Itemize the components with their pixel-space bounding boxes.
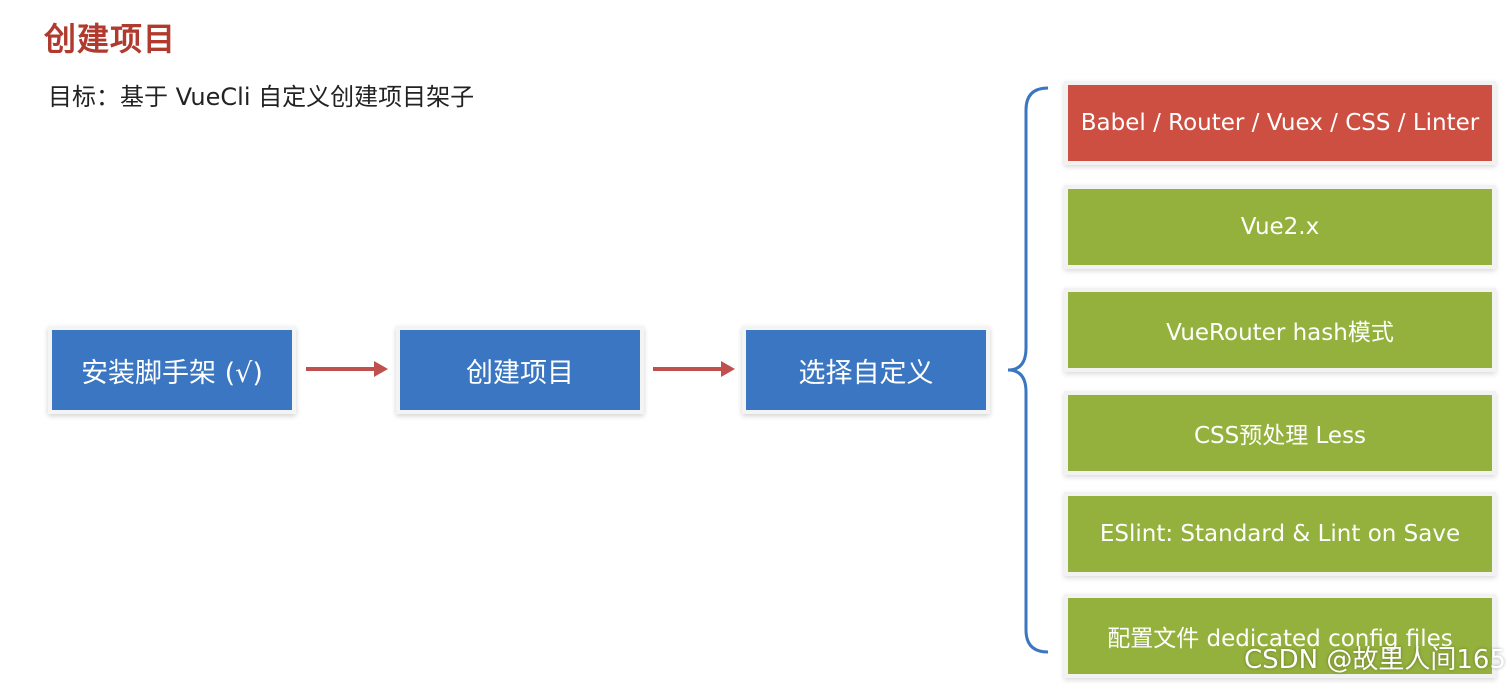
option-config-files: 配置文件 dedicated config files <box>1068 598 1492 674</box>
flow-step-install-scaffold: 安装脚手架 (√) <box>52 330 292 410</box>
flow-step-label: 选择自定义 <box>798 357 934 389</box>
flow-arrow-1 <box>306 361 388 377</box>
option-label: Babel / Router / Vuex / CSS / Linter <box>1080 110 1480 136</box>
option-features: Babel / Router / Vuex / CSS / Linter <box>1068 85 1492 161</box>
option-label: CSS预处理 Less <box>1193 423 1367 449</box>
slide-title: 创建项目 <box>44 20 177 58</box>
flow-step-create-project: 创建项目 <box>400 330 640 410</box>
option-vue-version: Vue2.x <box>1068 189 1492 265</box>
option-router-mode: VueRouter hash模式 <box>1068 292 1492 368</box>
option-css-preprocessor: CSS预处理 Less <box>1068 395 1492 471</box>
option-eslint: ESlint: Standard & Lint on Save <box>1068 496 1492 572</box>
option-label: 配置文件 dedicated config files <box>1107 626 1453 652</box>
option-label: ESlint: Standard & Lint on Save <box>1099 521 1461 547</box>
flow-step-choose-custom: 选择自定义 <box>746 330 986 410</box>
flow-step-label: 安装脚手架 (√) <box>81 357 263 389</box>
slide-subtitle: 目标：基于 VueCli 自定义创建项目架子 <box>48 83 475 111</box>
option-label: VueRouter hash模式 <box>1166 320 1394 346</box>
flow-arrow-2 <box>653 361 735 377</box>
watermark: CSDN @故里人间165 <box>1243 645 1506 675</box>
option-label: Vue2.x <box>1240 214 1320 240</box>
options-bracket <box>1007 86 1049 654</box>
flow-step-label: 创建项目 <box>466 357 574 389</box>
